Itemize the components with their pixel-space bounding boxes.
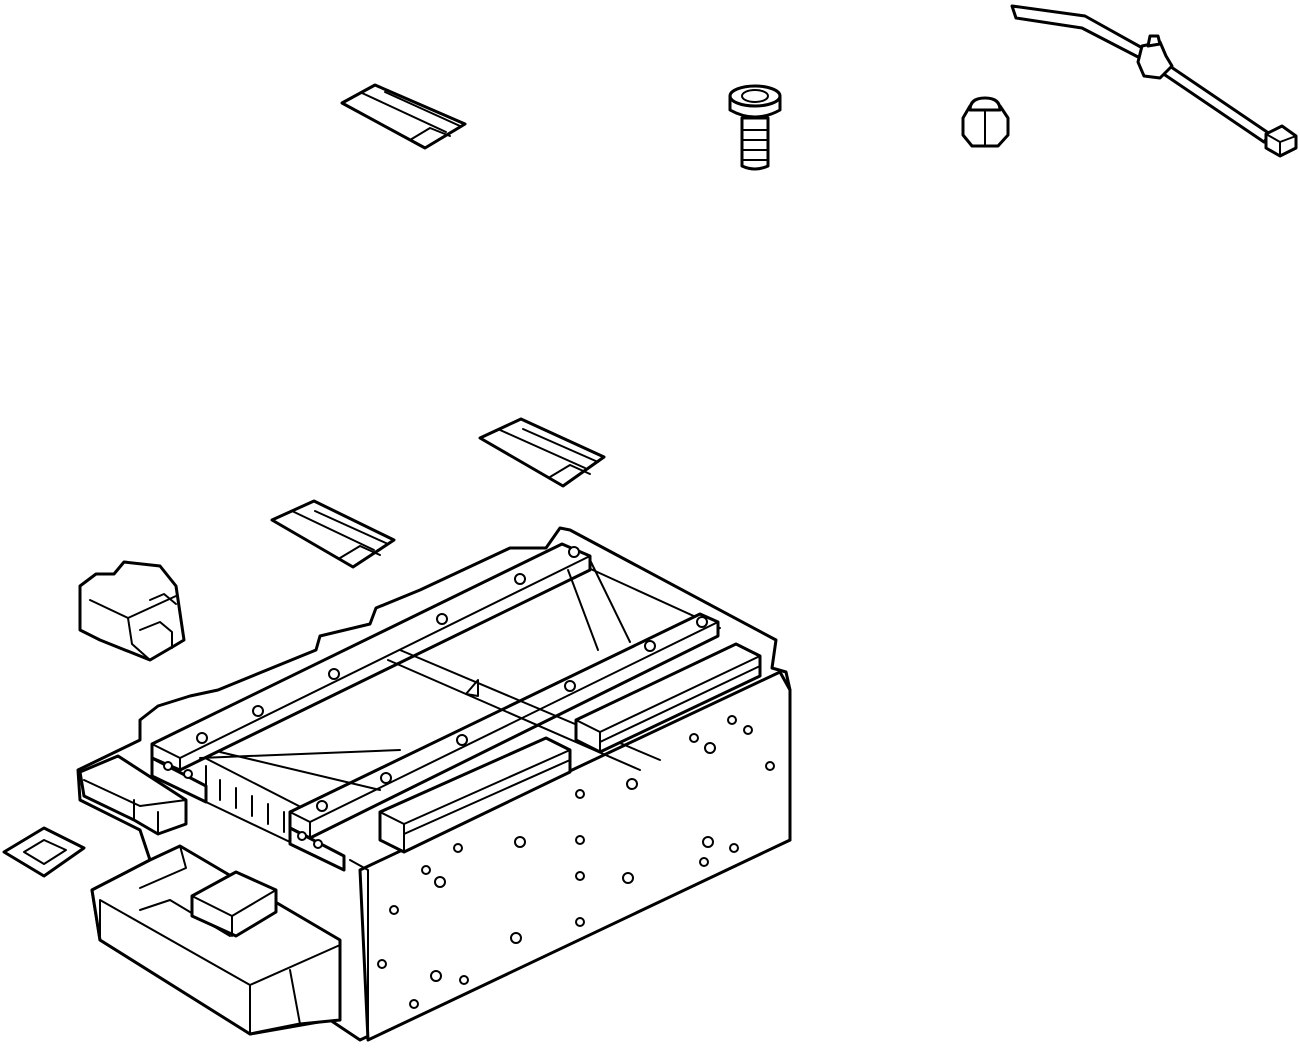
insulator-pad-upper[interactable] [478, 417, 606, 488]
junction-block[interactable] [78, 560, 186, 662]
vent-hose-with-clip[interactable] [1010, 4, 1298, 158]
hybrid-battery-assembly[interactable] [76, 526, 792, 1042]
cap-nut[interactable] [961, 96, 1010, 148]
insulator-pad-middle[interactable] [270, 499, 396, 569]
insulator-pad-top[interactable] [340, 83, 467, 150]
bolt[interactable] [728, 84, 782, 171]
gasket[interactable] [2, 826, 86, 878]
